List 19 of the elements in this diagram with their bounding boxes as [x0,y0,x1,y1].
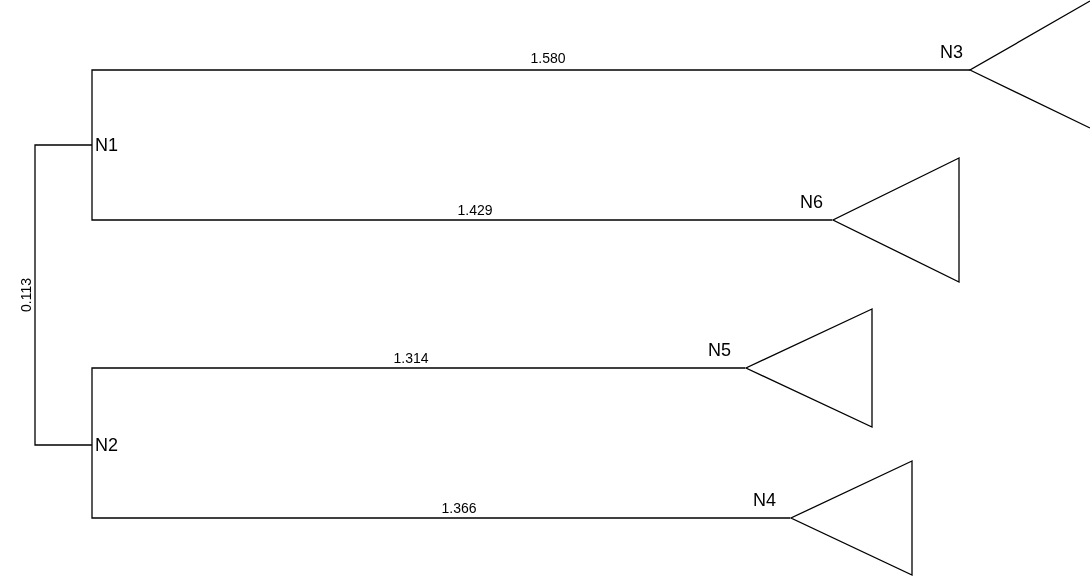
node-label: N2 [95,435,121,455]
node-label: N3 [940,42,963,62]
tree-branch [91,444,791,519]
branch-length-label: 1.429 [456,202,494,218]
tree-branch [34,144,93,446]
branch-length-label: 0.113 [18,277,34,313]
branch-length-label: 1.366 [440,500,478,516]
branch-length-label: 1.314 [392,350,430,366]
branch-length-label: 1.580 [529,50,567,66]
collapsed-clade-triangle [745,308,873,428]
tree-branch [91,69,971,146]
node-label: N5 [708,340,731,360]
tree-branch [91,144,833,221]
node-label: N4 [753,490,776,510]
collapsed-clade-triangle [832,157,960,283]
tree-branch [91,367,746,446]
node-label: N6 [800,192,823,212]
collapsed-clade-triangle [790,460,913,576]
node-label: N1 [95,135,121,155]
